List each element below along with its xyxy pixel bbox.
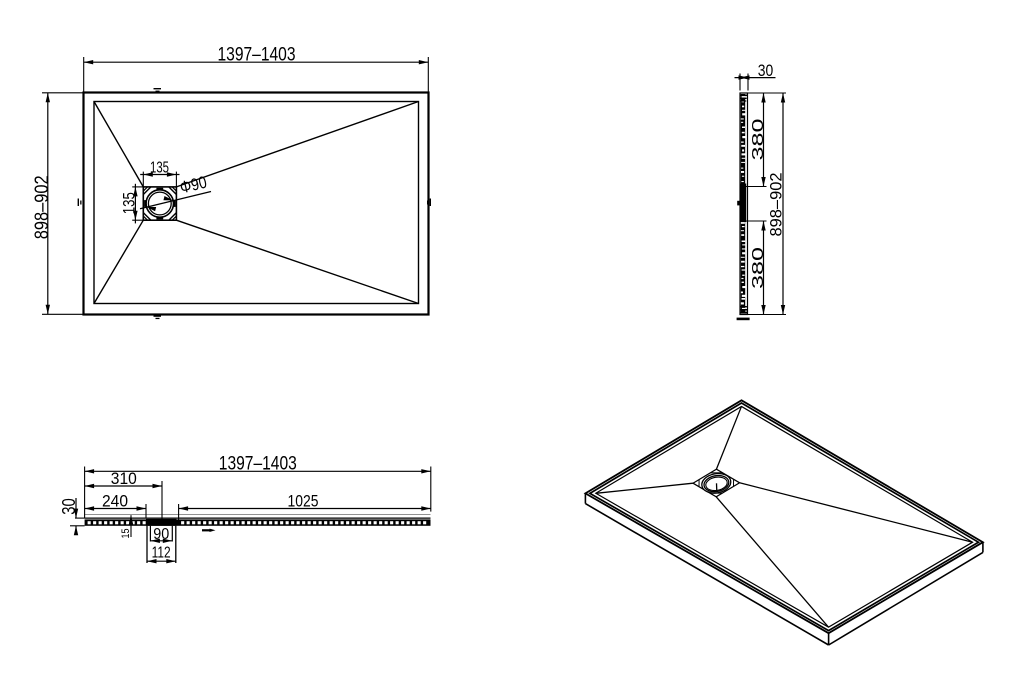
svg-text:380: 380: [750, 118, 767, 161]
svg-text:898–902: 898–902: [32, 175, 53, 239]
svg-text:380: 380: [750, 246, 767, 289]
svg-text:135: 135: [120, 192, 139, 214]
svg-text:30: 30: [758, 61, 774, 80]
svg-text:1025: 1025: [288, 493, 319, 511]
svg-text:90: 90: [153, 526, 169, 543]
svg-text:15: 15: [120, 529, 132, 539]
svg-text:1397–1403: 1397–1403: [218, 44, 296, 65]
svg-text:30: 30: [59, 498, 79, 515]
svg-text:898–902: 898–902: [766, 173, 785, 237]
svg-text:1397–1403: 1397–1403: [219, 453, 297, 474]
svg-text:310: 310: [111, 470, 137, 488]
svg-text:135: 135: [150, 160, 169, 177]
svg-text:112: 112: [152, 545, 171, 562]
svg-text:240: 240: [102, 493, 128, 511]
